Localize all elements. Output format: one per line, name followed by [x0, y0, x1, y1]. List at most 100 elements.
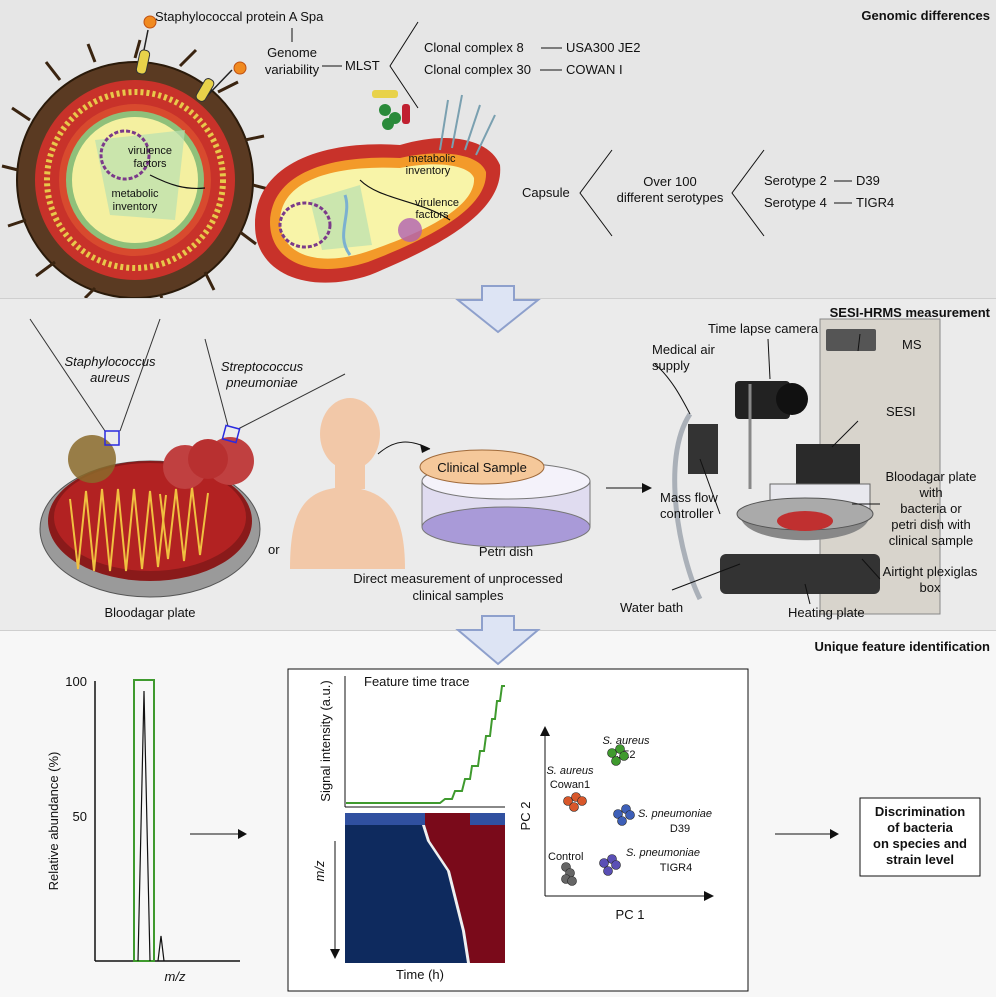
- camera-label: Time lapse camera: [708, 321, 819, 336]
- mfc-label-2: controller: [660, 506, 714, 521]
- genomic-differences-panel: Genomic differences virulence factors me…: [0, 0, 996, 298]
- heating-label: Heating plate: [788, 605, 865, 620]
- cc30-label: Clonal complex 30: [424, 62, 531, 77]
- pca-plot: PC 2 PC 1 S. aureus JE2 S. aureus Cowan1…: [518, 726, 714, 922]
- strep-label-2: pneumoniae: [225, 375, 298, 390]
- time-axis-label: Time (h): [396, 967, 444, 982]
- pc2-label: PC 2: [518, 802, 533, 831]
- sesi-setup-illustration: [654, 318, 941, 615]
- over100-label-2: different serotypes: [617, 190, 724, 205]
- clinical-sample-label: Clinical Sample: [437, 460, 527, 475]
- staph-label-2: aureus: [90, 370, 130, 385]
- pca-point-cowan: [563, 796, 573, 806]
- sa-metabolic-label-2: inventory: [113, 201, 158, 213]
- sesi-label: SESI: [886, 404, 916, 419]
- human-figure: [290, 398, 431, 569]
- staph-aureus-cell: virulence factors metabolic inventory: [1, 15, 273, 298]
- sp-metabolic-label: metabolic: [408, 153, 456, 165]
- sp-d39-label: S. pneumoniae: [638, 808, 712, 820]
- abundance-axis-label: Relative abundance (%): [46, 752, 61, 891]
- sa-virulence-label-2: factors: [133, 158, 167, 170]
- pca-point-je2: [619, 751, 629, 761]
- usa300-label: USA300 JE2: [566, 40, 640, 55]
- air-label-2: supply: [652, 358, 690, 373]
- sero4-label: Serotype 4: [764, 195, 827, 210]
- pca-point-je2: [611, 756, 621, 766]
- box-label-2: box: [920, 580, 941, 595]
- strep-label: Streptococcus: [221, 359, 304, 374]
- sa-cowan-label-2: Cowan1: [550, 779, 590, 791]
- air-label: Medical air: [652, 342, 716, 357]
- heatmap-mz-label: m/z: [312, 860, 327, 881]
- tick-50: 50: [73, 809, 87, 824]
- pca-point-tigr4: [611, 860, 621, 870]
- strep-pneumoniae-cell: metabolic inventory virulence factors: [255, 90, 501, 283]
- disc-label-3: on species and: [873, 836, 967, 851]
- plate-label: Bloodagar plate: [885, 469, 976, 484]
- disc-label-2: of bacteria: [887, 820, 954, 835]
- plate-label-5: clinical sample: [889, 533, 974, 548]
- sp-virulence-label-2: factors: [415, 209, 449, 221]
- heatmap: m/z Time (h): [312, 813, 505, 982]
- disc-label: Discrimination: [875, 804, 965, 819]
- cc8-label: Clonal complex 8: [424, 40, 524, 55]
- mass-spectrum: 100 50 Relative abundance (%) m/z: [46, 674, 240, 984]
- bloodagar-plate-illustration: Staphylococcus aureus Streptococcus pneu…: [29, 318, 346, 620]
- pca-point-d39: [617, 816, 627, 826]
- petri-dish-illustration: Clinical Sample Petri dish: [419, 449, 591, 559]
- sp-virulence-label: virulence: [415, 197, 459, 209]
- waterbath-label: Water bath: [620, 600, 683, 615]
- pca-point-cowan: [577, 796, 587, 806]
- feature-diagram: Unique feature identification 100 50 Rel…: [46, 639, 990, 992]
- mlst-tree: Staphylococcal protein A Spa Genome vari…: [155, 9, 640, 109]
- sp-metabolic-label-2: inventory: [406, 165, 451, 177]
- capsule-tree: Capsule Over 100 different serotypes Ser…: [522, 149, 894, 237]
- spa-label: Staphylococcal protein A Spa: [155, 9, 324, 24]
- pca-point-d39: [625, 810, 635, 820]
- discrimination-box: [859, 797, 981, 877]
- control-label: Control: [548, 851, 583, 863]
- pca-points: [561, 744, 635, 886]
- tigr4-label: TIGR4: [856, 195, 894, 210]
- mfc-label: Mass flow: [660, 490, 718, 505]
- sa-metabolic-label: metabolic: [111, 188, 159, 200]
- disc-label-4: strain level: [886, 852, 954, 867]
- d39-label: D39: [856, 173, 880, 188]
- plate-label-3: bacteria or: [900, 501, 962, 516]
- genomic-diagram: Genomic differences virulence factors me…: [1, 8, 990, 298]
- plate-label-2: with: [918, 485, 942, 500]
- over100-label: Over 100: [643, 174, 696, 189]
- genome-label-2: variability: [265, 62, 320, 77]
- pca-point-tigr4: [599, 858, 609, 868]
- direct-label: Direct measurement of unprocessed: [353, 571, 563, 586]
- staph-label: Staphylococcus: [64, 354, 156, 369]
- sero2-label: Serotype 2: [764, 173, 827, 188]
- pc1-label: PC 1: [616, 907, 645, 922]
- box-label: Airtight plexiglas: [883, 564, 978, 579]
- cowan-label: COWAN I: [566, 62, 623, 77]
- sp-tigr4-label: S. pneumoniae: [626, 847, 700, 859]
- pca-point-control: [567, 876, 577, 886]
- mlst-label: MLST: [345, 58, 380, 73]
- sa-cowan-label: S. aureus: [546, 765, 594, 777]
- direct-label-2: clinical samples: [412, 588, 504, 603]
- sesi-hrms-panel: SESI-HRMS measurement Staphylococcus aur…: [0, 298, 996, 631]
- petri-label: Petri dish: [479, 544, 533, 559]
- panel-title-feature: Unique feature identification: [814, 639, 990, 654]
- sesi-diagram: SESI-HRMS measurement Staphylococcus aur…: [29, 305, 991, 620]
- trace-title: Feature time trace: [364, 674, 470, 689]
- pca-point-tigr4: [603, 866, 613, 876]
- tick-100: 100: [65, 674, 87, 689]
- ms-label: MS: [902, 337, 922, 352]
- or-label: or: [268, 542, 280, 557]
- spectrum-mz-label: m/z: [165, 969, 186, 984]
- panel-title-sesi: SESI-HRMS measurement: [830, 305, 991, 320]
- genome-label: Genome: [267, 45, 317, 60]
- capsule-label: Capsule: [522, 185, 570, 200]
- sa-je2-label: S. aureus: [602, 735, 650, 747]
- bloodagar-label: Bloodagar plate: [104, 605, 195, 620]
- sp-d39-label-2: D39: [670, 823, 690, 835]
- pca-point-cowan: [569, 802, 579, 812]
- feature-identification-panel: Unique feature identification 100 50 Rel…: [0, 630, 996, 997]
- sa-virulence-label: virulence: [128, 145, 172, 157]
